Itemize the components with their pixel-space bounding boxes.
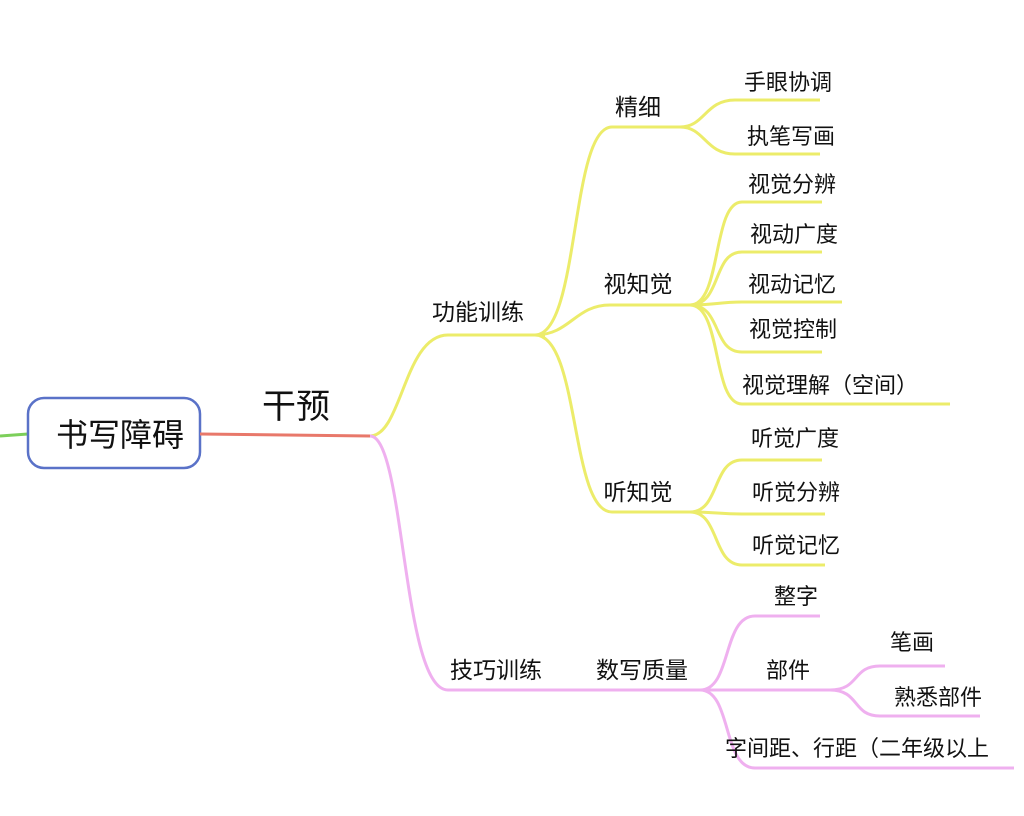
leaf-label-visual-motor-span: 视动广度 — [750, 223, 838, 248]
leaf-label-pen-grip: 执笔写画 — [747, 125, 835, 150]
connector-visual-discrimination — [689, 200, 822, 307]
connector-visual-comprehension — [689, 303, 950, 406]
connector-stroke — [829, 664, 945, 692]
leaf-label-whole-character: 整字 — [774, 585, 818, 610]
connector-auditory — [534, 333, 690, 514]
node-label-auditory: 听知觉 — [604, 480, 673, 506]
node-label-fine: 精细 — [615, 95, 661, 121]
leaf-label-stroke: 笔画 — [890, 631, 934, 656]
connector-fine — [534, 125, 680, 337]
connector-whole-character — [699, 614, 820, 692]
leaf-label-visual-control: 视觉控制 — [749, 318, 837, 343]
connector-auditory-discrimination — [689, 510, 825, 516]
node-label-component: 部件 — [766, 659, 810, 684]
main-branch-connector — [199, 432, 371, 438]
leaf-label-auditory-span: 听觉广度 — [751, 427, 839, 452]
leaf-label-familiar-component: 熟悉部件 — [894, 686, 982, 711]
root-node-label: 书写障碍 — [56, 416, 184, 454]
connector-familiar-component — [829, 688, 980, 718]
connector-auditory-span — [689, 458, 822, 514]
leaf-label-visual-comprehension: 视觉理解（空间） — [742, 374, 918, 399]
node-label-visual: 视知觉 — [604, 272, 673, 298]
connector-visual — [534, 303, 690, 337]
leaf-label-hand-eye: 手眼协调 — [744, 71, 832, 96]
branch-connector-skill — [369, 434, 700, 692]
main-node-label: 干预 — [262, 387, 330, 427]
left-stub-connector — [0, 432, 29, 438]
node-label-writing-quality: 数写质量 — [596, 658, 688, 684]
root-node-box[interactable] — [26, 396, 202, 470]
connector-hand-eye — [679, 98, 820, 129]
leaf-label-visual-discrimination: 视觉分辨 — [748, 173, 836, 198]
connector-spacing — [699, 688, 1014, 770]
branch-connector-functional — [369, 333, 545, 438]
branch-label-functional: 功能训练 — [432, 300, 524, 326]
connector-auditory-memory — [689, 510, 825, 567]
connector-visual-motor-memory — [689, 300, 842, 307]
branch-label-skill: 技巧训练 — [450, 658, 542, 684]
leaf-label-visual-motor-memory: 视动记忆 — [748, 273, 836, 298]
connector-pen-grip — [679, 125, 820, 156]
leaf-label-spacing: 字间距、行距（二年级以上 — [725, 737, 989, 762]
leaf-label-auditory-memory: 听觉记忆 — [752, 534, 840, 559]
connector-visual-motor-span — [689, 250, 822, 307]
leaf-label-auditory-discrimination: 听觉分辨 — [752, 481, 840, 506]
